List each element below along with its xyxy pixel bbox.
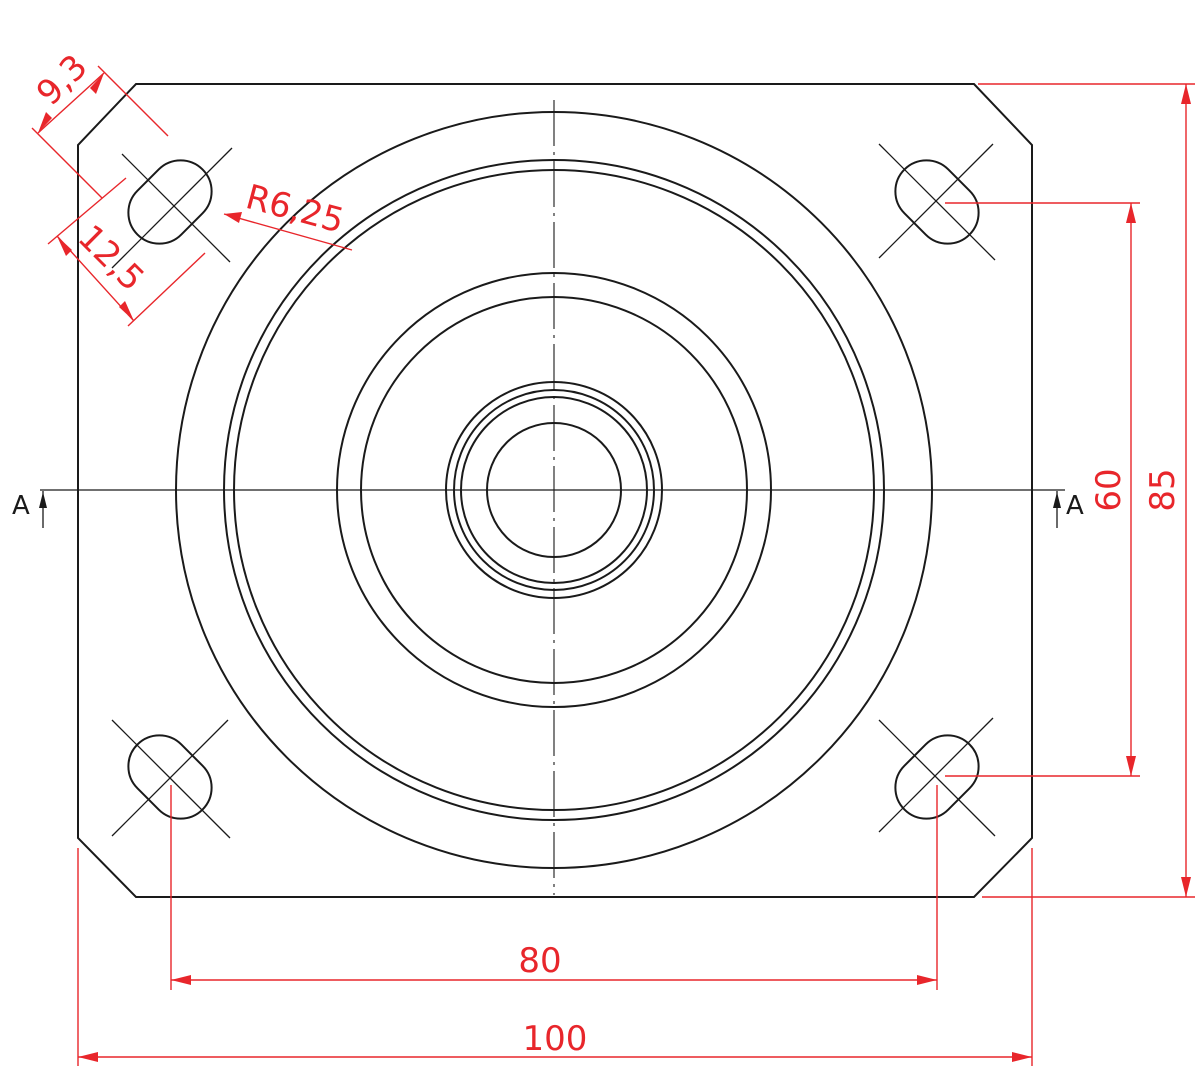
outer-flange-circle	[175, 111, 933, 869]
dim-label-9-3: 9,3	[29, 47, 96, 114]
slot-bottom-right	[878, 717, 996, 837]
slot-top-right	[878, 143, 996, 261]
hub-circle-1	[445, 381, 663, 599]
hub-circle-3	[460, 396, 648, 584]
slot-bottom-left	[111, 719, 231, 839]
section-label-left: A	[12, 491, 30, 521]
outer-ring-inner-circle	[233, 169, 875, 811]
dim-label-80: 80	[518, 941, 561, 981]
dim-label-r6-25: R6,25	[242, 177, 348, 241]
plate-outline	[77, 83, 1033, 898]
section-marker-left: A	[12, 491, 47, 528]
section-label-right: A	[1066, 491, 1084, 521]
hub-circle-2	[453, 389, 655, 591]
dimension-slot-radius: R6,25	[223, 177, 353, 251]
dimension-height-85: 85	[978, 83, 1195, 898]
dimension-slot-length: 12,5	[47, 177, 206, 327]
dim-label-12-5: 12,5	[70, 217, 152, 299]
dim-label-100: 100	[523, 1019, 588, 1059]
dim-label-85: 85	[1143, 468, 1183, 511]
slot-top-left	[111, 147, 233, 269]
bore-circle	[486, 422, 622, 558]
dim-label-60: 60	[1089, 468, 1129, 511]
dimension-width-80: 80	[170, 785, 938, 990]
concentric-circles	[175, 111, 933, 869]
middle-circle	[336, 272, 772, 708]
outer-ring-circle	[223, 159, 885, 821]
dimension-height-60: 60	[945, 202, 1140, 777]
middle-inner-circle	[360, 296, 748, 684]
dimension-width-100: 100	[77, 848, 1033, 1066]
section-marker-right: A	[1053, 491, 1084, 528]
